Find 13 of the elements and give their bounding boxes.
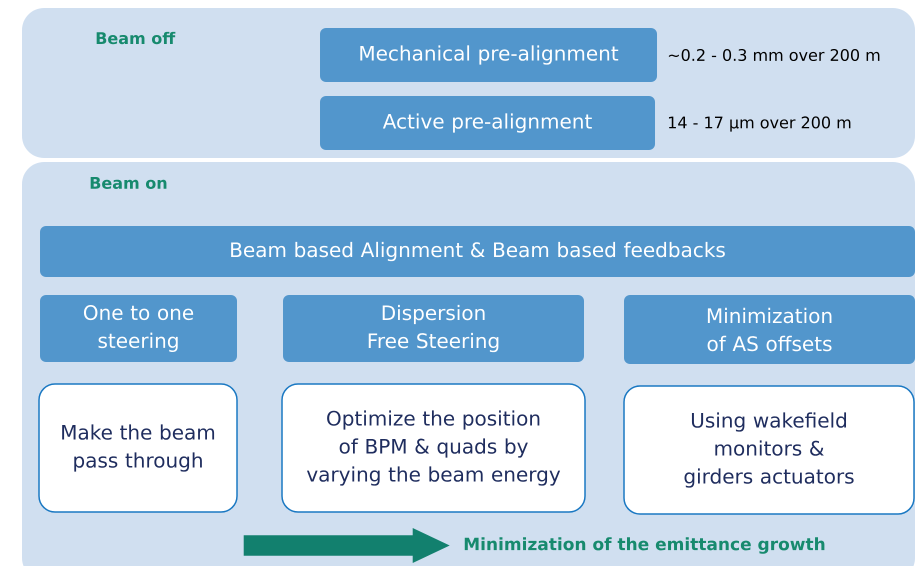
description-box: Using wakefield monitors & girders actuators [623, 385, 915, 515]
result-text: Minimization of the emittance growth [464, 537, 824, 554]
step-box: Mechanical pre-alignment [320, 28, 657, 82]
step-box: One to one steering [40, 295, 237, 362]
step-box: Dispersion Free Steering [283, 295, 584, 362]
step-box: Minimization of AS offsets [624, 295, 915, 364]
description-box: Make the beam pass through [38, 383, 238, 513]
arrow [244, 528, 450, 563]
step-box: Beam based Alignment & Beam based feedbacks [40, 226, 915, 277]
measure-text: ~0.2 - 0.3 mm over 200 m [668, 48, 880, 62]
step-box: Active pre-alignment [320, 96, 655, 150]
description-box: Optimize the position of BPM & quads by varying the beam energy [281, 383, 586, 513]
measure-text: 14 - 17 µm over 200 m [668, 116, 850, 132]
